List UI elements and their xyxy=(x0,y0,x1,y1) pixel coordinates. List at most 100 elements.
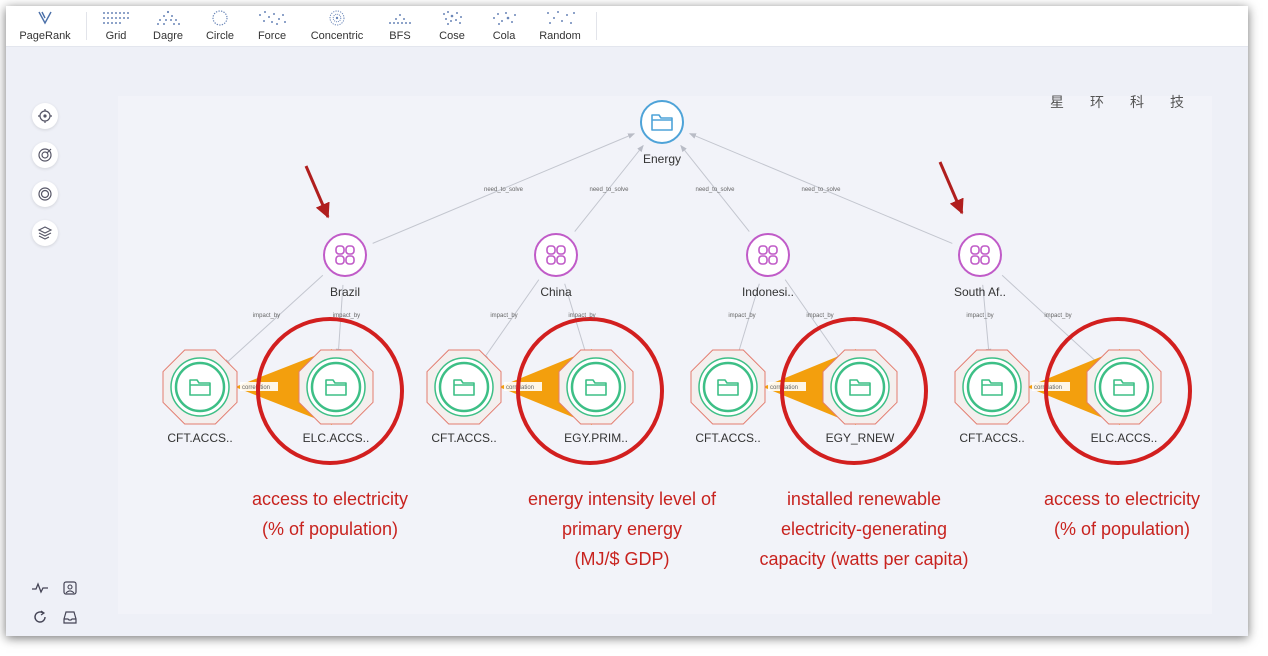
cola-layout-icon xyxy=(493,12,516,25)
apps-icon xyxy=(758,245,768,255)
toolbar-label: Circle xyxy=(205,30,235,42)
edge-label-need-to-solve: need_to_solve xyxy=(801,186,841,193)
apps-icon xyxy=(758,255,768,265)
toolbar-label: PageRank xyxy=(19,30,71,42)
toolbar-label: Cola xyxy=(492,30,516,42)
bfs-layout-icon xyxy=(389,14,411,24)
edge-impact-by xyxy=(223,274,324,366)
folder-icon xyxy=(453,379,475,396)
layout-toolbar: PageRank Grid Dagre Circle Force xyxy=(6,6,1248,47)
edge-need-to-solve xyxy=(680,144,750,232)
edge-need-to-solve xyxy=(372,133,635,244)
country-node xyxy=(958,233,1002,277)
edge-impact-by xyxy=(1001,274,1101,366)
cose-layout-icon xyxy=(443,11,462,25)
circle-layout-icon xyxy=(212,10,228,26)
edge-label-impact-by: impact_by xyxy=(568,313,596,319)
folder-icon xyxy=(189,379,211,396)
focus-button[interactable] xyxy=(32,142,58,168)
country-label: South Af.. xyxy=(953,285,1007,299)
toolbar-divider xyxy=(596,12,597,40)
toolbar-pagerank[interactable]: PageRank xyxy=(12,6,78,46)
correlation-label-bg xyxy=(504,382,542,391)
annotation-line: energy intensity level of xyxy=(527,489,717,509)
toolbar-cose[interactable]: Cose xyxy=(430,6,474,46)
layers-button[interactable] xyxy=(32,220,58,246)
folder-icon xyxy=(717,379,739,396)
annotation-text: access to electricity (% of population) xyxy=(252,484,408,544)
toolbar-random[interactable]: Random xyxy=(534,6,586,46)
indicator-label: CFT.ACCS.. xyxy=(167,431,233,445)
toolbar-bfs[interactable]: BFS xyxy=(378,6,422,46)
annotation-text: energy intensity level of primary energy (… xyxy=(528,484,716,574)
apps-icon xyxy=(980,255,990,265)
annotation-line: (% of population) xyxy=(261,519,399,539)
grid-layout-icon xyxy=(103,12,129,24)
annotation-line: installed renewable xyxy=(786,489,942,509)
indicator-label: ELC.ACCS.. xyxy=(302,431,370,445)
indicator-label: EGY.PRIM.. xyxy=(564,431,628,445)
country-node xyxy=(746,233,790,277)
annotation-line: primary energy xyxy=(561,519,683,539)
edge-impact-by xyxy=(736,283,760,358)
annotation-line: access to electricity xyxy=(251,489,409,509)
folder-icon xyxy=(849,379,871,396)
center-button[interactable] xyxy=(32,181,58,207)
apps-icon xyxy=(768,255,778,265)
concentric-layout-icon xyxy=(329,10,345,26)
folder-icon xyxy=(981,379,1003,396)
indicator-label: CFT.ACCS.. xyxy=(959,431,1025,445)
brand-logo-text: 星环科技 xyxy=(1050,94,1210,110)
indicator-node xyxy=(310,361,362,413)
folder-icon xyxy=(585,379,607,396)
indicator-node xyxy=(174,361,226,413)
toolbar-label: Concentric xyxy=(310,30,364,42)
graph-canvas-area[interactable] xyxy=(118,96,1212,614)
indicator-label: CFT.ACCS.. xyxy=(695,431,761,445)
apps-icon xyxy=(556,245,566,255)
indicator-node xyxy=(966,361,1018,413)
locate-button[interactable] xyxy=(32,103,58,129)
apps-icon xyxy=(345,255,355,265)
toolbar-label: BFS xyxy=(389,30,411,42)
refresh-icon[interactable] xyxy=(31,608,49,626)
graph-window: PageRank Grid Dagre Circle Force xyxy=(6,6,1248,636)
toolbar-label: Random xyxy=(539,30,581,42)
annotation-text: installed renewable electricity-generatin… xyxy=(759,484,968,574)
indicator-node xyxy=(570,361,622,413)
toolbar-dagre[interactable]: Dagre xyxy=(146,6,190,46)
inbox-icon[interactable] xyxy=(61,608,79,626)
toolbar-force[interactable]: Force xyxy=(250,6,294,46)
correlation-label: correlation xyxy=(242,385,270,391)
toolbar-circle[interactable]: Circle xyxy=(198,6,242,46)
toolbar-cola[interactable]: Cola xyxy=(482,6,526,46)
toolbar-label: Force xyxy=(257,30,287,42)
apps-icon xyxy=(556,255,566,265)
toolbar-grid[interactable]: Grid xyxy=(94,6,138,46)
image-export-icon[interactable] xyxy=(61,579,79,597)
country-label: Indonesi.. xyxy=(741,285,795,299)
annotation-line: capacity (watts per capita) xyxy=(759,549,969,569)
edge-label-impact-by: impact_by xyxy=(332,313,361,319)
annotation-line: (MJ/$ GDP) xyxy=(574,549,670,569)
red-arrow-icon xyxy=(304,165,330,219)
annotation-line: (% of population) xyxy=(1053,519,1191,539)
apps-icon xyxy=(970,245,980,255)
apps-icon xyxy=(768,245,778,255)
edge-impact-by xyxy=(481,279,540,362)
root-label: Energy xyxy=(642,152,682,166)
indicator-label: CFT.ACCS.. xyxy=(431,431,497,445)
toolbar-label: Dagre xyxy=(153,30,183,42)
red-arrow-icon xyxy=(938,161,964,215)
locate-icon xyxy=(38,109,52,123)
annotation-line: electricity-generating xyxy=(780,519,948,539)
indicator-node xyxy=(702,361,754,413)
toolbar-divider xyxy=(86,12,87,40)
activity-icon[interactable] xyxy=(31,579,49,597)
toolbar-concentric[interactable]: Concentric xyxy=(302,6,372,46)
toolbar-label: Cose xyxy=(439,30,465,42)
country-label: Brazil xyxy=(329,285,361,299)
force-layout-icon xyxy=(259,11,286,25)
apps-icon xyxy=(335,255,345,265)
